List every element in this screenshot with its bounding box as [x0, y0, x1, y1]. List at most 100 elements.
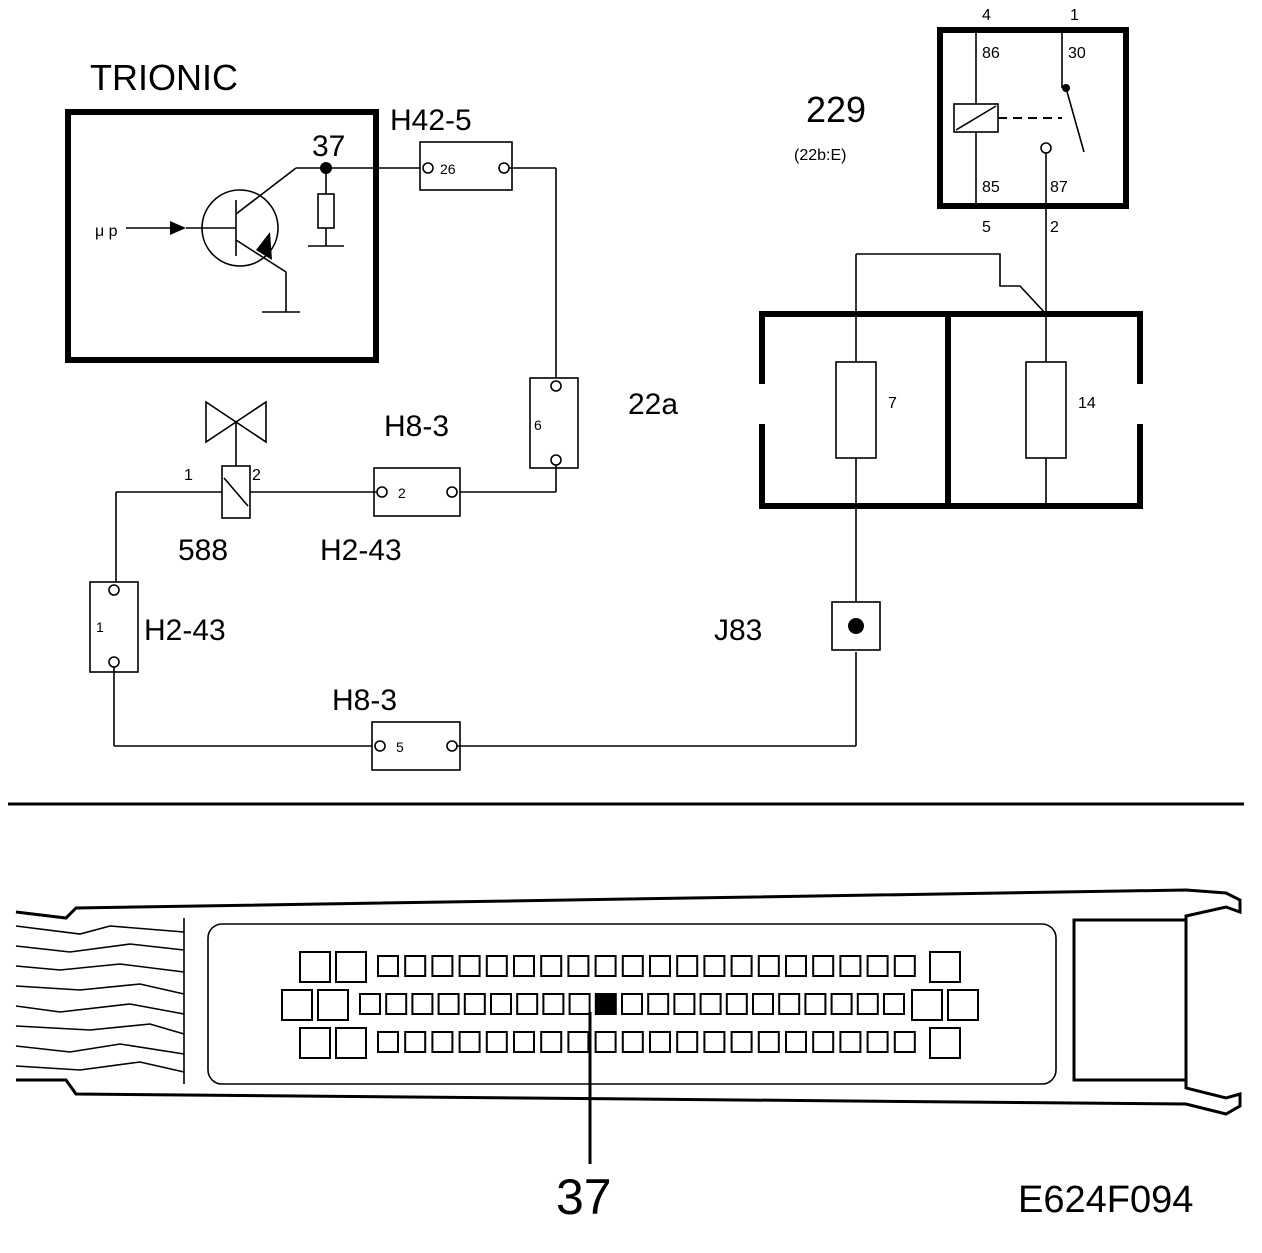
- pin: [437, 993, 460, 1015]
- wire-fuse7-to-fuse14: [856, 253, 1047, 315]
- h8-3-top-pin-bottom: [550, 454, 562, 466]
- resistor-icon: [317, 193, 335, 229]
- pin: [540, 955, 563, 977]
- fuse-7: [835, 361, 877, 459]
- cable-strand: [15, 963, 185, 973]
- pin: [804, 993, 827, 1015]
- pin: [567, 1031, 590, 1053]
- pin: [431, 1031, 454, 1053]
- h2-43-mid-pin: 2: [398, 485, 406, 501]
- pin-large: [299, 1027, 331, 1059]
- cable-strand: [15, 983, 185, 995]
- relay-ref: (22b:E): [794, 147, 846, 164]
- h8-3-top-pin: 6: [534, 417, 542, 433]
- relay-pin-2: 2: [1050, 219, 1059, 236]
- pin-large: [911, 989, 943, 1021]
- relay-pin-85: 85: [982, 179, 1000, 196]
- solenoid-slash: [223, 477, 249, 507]
- pin: [649, 1031, 671, 1053]
- pin-large: [947, 989, 979, 1021]
- pin: [516, 993, 539, 1015]
- h8-3-bottom-pin-right: [446, 740, 458, 752]
- pin: [703, 1031, 726, 1053]
- relay-pin-5: 5: [982, 219, 991, 236]
- pin: [778, 993, 801, 1015]
- pin: [463, 993, 486, 1015]
- cable-strand: [15, 943, 185, 953]
- relay-label: 229: [806, 89, 866, 130]
- figure-code: E624F094: [1018, 1179, 1193, 1221]
- h2-43-left-label: H2-43: [144, 614, 226, 647]
- relay-pin-87: 87: [1050, 179, 1068, 196]
- pin-large: [299, 951, 331, 983]
- pin-large: [929, 951, 961, 983]
- pin: [567, 955, 590, 977]
- relay-pin-4: 4: [982, 7, 991, 24]
- valve-icon: [205, 400, 267, 444]
- relay-switch-icon: [1065, 87, 1085, 153]
- pin: [513, 955, 535, 977]
- pin: [568, 993, 591, 1015]
- pin: [676, 955, 699, 977]
- h8-3-bottom-connector: [371, 721, 461, 771]
- pin: [359, 993, 381, 1015]
- relay-pin-1: 1: [1070, 7, 1079, 24]
- h42-5-connector: [419, 141, 513, 191]
- cable-strand: [15, 1003, 185, 1015]
- pin: [649, 955, 671, 977]
- pin: [699, 993, 722, 1015]
- pin-large: [281, 989, 313, 1021]
- pin: [893, 1031, 916, 1053]
- pin: [757, 955, 780, 977]
- pin-large: [335, 951, 367, 983]
- pin: [647, 993, 670, 1015]
- ecu-title: TRIONIC: [90, 57, 238, 98]
- pin: [621, 955, 644, 977]
- connector-face: [207, 923, 1057, 1085]
- pin: [404, 955, 427, 977]
- pin: [676, 1031, 699, 1053]
- h8-3-bottom-pin-left: [374, 740, 386, 752]
- fusebox-label: 22a: [628, 388, 678, 421]
- pin: [785, 1031, 807, 1053]
- coil-slash: [955, 105, 997, 131]
- relay-contact-icon: [1040, 142, 1052, 154]
- cable-strand: [15, 1023, 185, 1035]
- pin: [730, 1031, 753, 1053]
- pin: [752, 993, 774, 1015]
- pin: [866, 955, 889, 977]
- cable-strand: [15, 1043, 185, 1055]
- h42-5-pin-left: [422, 162, 434, 174]
- h42-5-pin: 26: [440, 161, 456, 177]
- j83-label: J83: [714, 614, 762, 647]
- pin: [757, 1031, 780, 1053]
- pin: [513, 1031, 535, 1053]
- h2-43-mid-pin-left: [376, 486, 388, 498]
- relay-pin-30: 30: [1068, 45, 1086, 62]
- h2-43-left-pin-bottom: [108, 656, 120, 668]
- h2-43-left-pin-top: [108, 584, 120, 596]
- h42-5-label: H42-5: [390, 104, 472, 137]
- pin: [594, 1031, 617, 1053]
- fuse-14: [1025, 361, 1067, 459]
- relay-box: [937, 27, 1129, 209]
- ecu-pin-label: 37: [312, 130, 345, 163]
- pin: [830, 993, 853, 1015]
- pin: [458, 1031, 481, 1053]
- valve-label: 588: [178, 534, 228, 567]
- cable-strand: [15, 1061, 185, 1073]
- pin: [839, 955, 862, 977]
- pin-callout: 37: [556, 1169, 612, 1225]
- connector-latch: [1072, 918, 1188, 1082]
- h2-43-mid-label: H2-43: [320, 534, 402, 567]
- h2-43-left-pin: 1: [96, 619, 104, 635]
- pin: [703, 955, 726, 977]
- pin: [866, 1031, 889, 1053]
- pin: [893, 955, 916, 977]
- emitter-arrow-icon: [256, 232, 272, 260]
- relay-pin-86: 86: [982, 45, 1000, 62]
- pin: [725, 993, 748, 1015]
- pin: [377, 1031, 399, 1053]
